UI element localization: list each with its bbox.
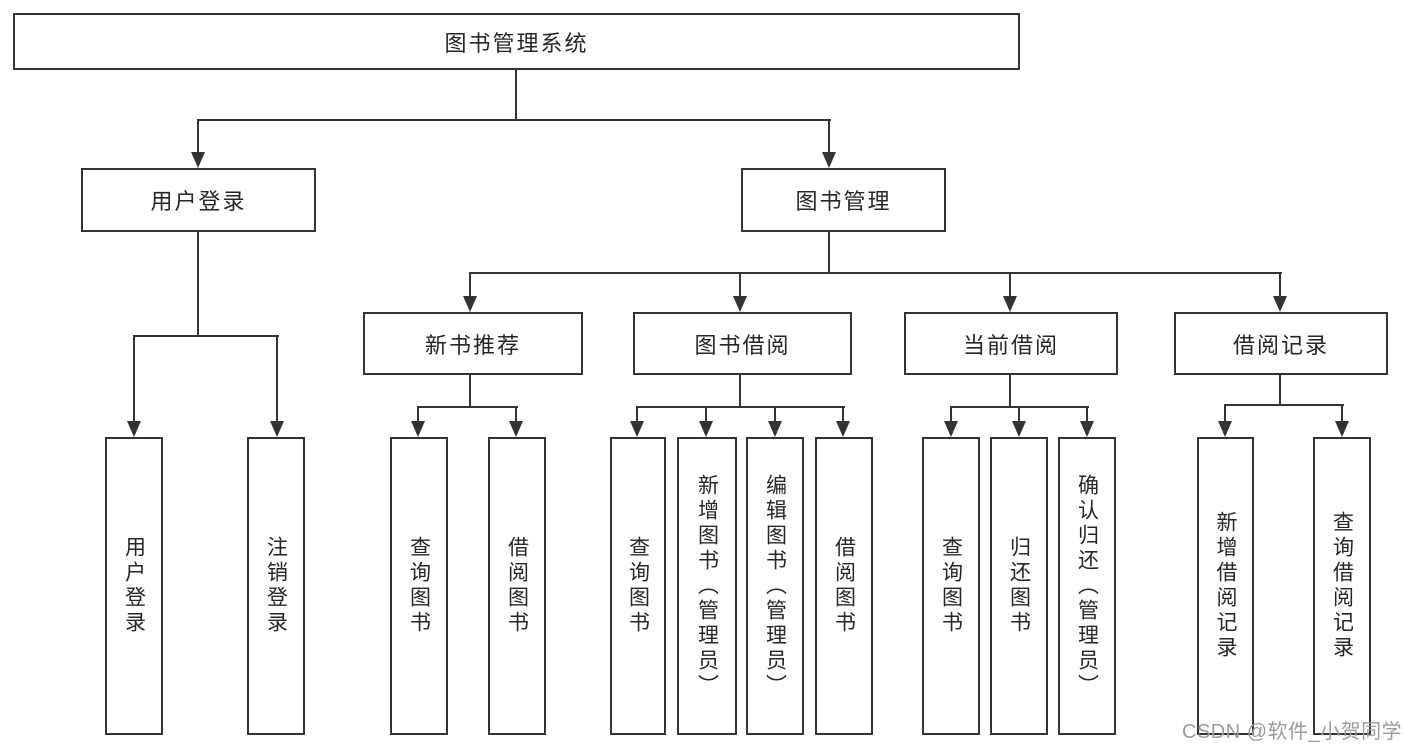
node-book-borrow: 图书借阅 [633,312,852,375]
node-book-mgmt-label: 图书管理 [795,189,892,214]
arrow-down-icon [630,421,644,437]
node-user-login-label: 用户登录 [150,189,247,214]
leaf-return-book: 归还图书 [990,437,1048,735]
arrow-down-icon [127,421,141,437]
connector-line [842,406,844,423]
connector-line [739,272,741,298]
connector-line [417,406,518,408]
connector-line [469,272,1282,274]
arrow-down-icon [509,421,523,437]
connector-line [276,335,278,423]
leaf-user-login-label: 用户登录 [122,536,146,636]
leaf-edit-book-label: 编辑图书（管理员） [763,473,787,699]
connector-line [1279,272,1281,298]
connector-line [469,375,471,408]
leaf-confirm-return-label: 确认归还（管理员） [1075,473,1099,699]
leaf-edit-book: 编辑图书（管理员） [746,437,804,735]
leaf-query-book-2-label: 查询图书 [626,536,650,636]
connector-line [705,406,707,423]
leaf-query-book-1: 查询图书 [390,437,448,735]
arrow-down-icon [463,296,477,312]
arrow-down-icon [733,296,747,312]
arrow-down-icon [191,152,205,168]
leaf-logout: 注销登录 [247,437,305,735]
leaf-add-record: 新增借阅记录 [1197,437,1254,735]
connector-line [774,406,776,423]
connector-line [417,406,419,423]
arrow-down-icon [822,152,836,168]
leaf-logout-label: 注销登录 [264,536,288,636]
node-borrow-records: 借阅记录 [1174,312,1388,375]
arrow-down-icon [1012,421,1026,437]
leaf-borrow-book-2: 借阅图书 [815,437,873,735]
connector-line [828,119,830,154]
connector-line [636,406,638,423]
leaf-query-book-1-label: 查询图书 [407,536,431,636]
connector-line [1224,404,1226,423]
connector-line [197,232,199,337]
connector-line [197,119,831,121]
leaf-add-book-label: 新增图书（管理员） [695,473,719,699]
arrow-down-icon [1218,421,1232,437]
leaf-borrow-book-1: 借阅图书 [488,437,546,735]
leaf-confirm-return: 确认归还（管理员） [1058,437,1116,735]
node-system: 图书管理系统 [13,13,1020,70]
arrow-down-icon [270,421,284,437]
connector-line [133,335,279,337]
node-system-label: 图书管理系统 [444,30,589,56]
node-book-borrow-label: 图书借阅 [694,332,791,358]
leaf-query-book-3-label: 查询图书 [939,536,963,636]
leaf-user-login: 用户登录 [105,437,163,735]
node-borrow-records-label: 借阅记录 [1232,332,1329,358]
connector-line [1086,406,1088,423]
connector-line [950,406,952,423]
connector-line [1018,406,1020,423]
leaf-query-record: 查询借阅记录 [1313,437,1371,735]
arrow-down-icon [944,421,958,437]
arrow-down-icon [411,421,425,437]
leaf-borrow-book-2-label: 借阅图书 [832,536,856,636]
leaf-query-book-2: 查询图书 [610,437,666,735]
arrow-down-icon [1003,296,1017,312]
connector-line [828,232,830,274]
connector-line [739,375,741,408]
node-current-borrow-label: 当前借阅 [962,332,1059,358]
connector-line [197,119,199,154]
connector-line [1009,272,1011,298]
node-book-mgmt: 图书管理 [741,168,946,232]
connector-line [469,272,471,298]
connector-line [133,335,135,423]
arrow-down-icon [699,421,713,437]
leaf-add-record-label: 新增借阅记录 [1214,511,1237,661]
connector-line [1341,404,1343,423]
node-current-borrow: 当前借阅 [904,312,1118,375]
node-new-book-rec-label: 新书推荐 [424,332,521,358]
arrow-down-icon [768,421,782,437]
leaf-query-record-label: 查询借阅记录 [1330,511,1354,661]
arrow-down-icon [1335,421,1349,437]
connector-line [1224,404,1344,406]
leaf-borrow-book-1-label: 借阅图书 [505,536,529,636]
connector-line [636,406,845,408]
node-user-login: 用户登录 [81,168,316,232]
connector-line [1279,375,1281,406]
leaf-query-book-3: 查询图书 [922,437,980,735]
arrow-down-icon [836,421,850,437]
arrow-down-icon [1273,296,1287,312]
connector-line [515,406,517,423]
node-new-book-rec: 新书推荐 [363,312,583,375]
arrow-down-icon [1080,421,1094,437]
connector-line [515,70,517,121]
csdn-watermark: CSDN @软件_小贺同学 [1182,721,1403,743]
connector-line [1009,375,1011,408]
leaf-add-book: 新增图书（管理员） [677,437,737,735]
leaf-return-book-label: 归还图书 [1007,536,1031,636]
